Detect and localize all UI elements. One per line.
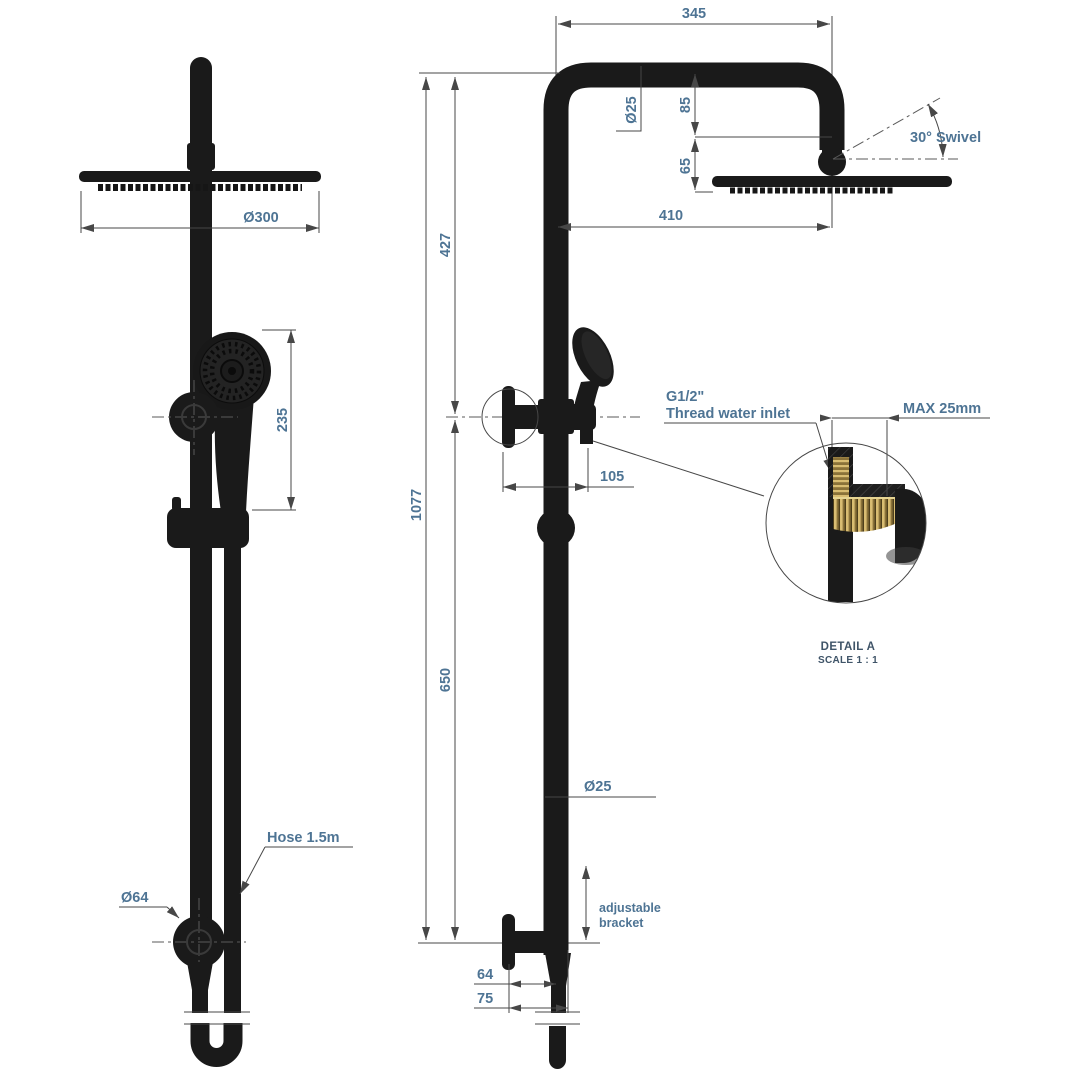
label-adjustable-bracket: adjustable bracket <box>582 866 661 940</box>
detail-brass-strip <box>833 457 849 499</box>
bracket-depth-label: 75 <box>477 991 493 1007</box>
inlet-thread-label: G1/2" <box>666 389 704 405</box>
leader-line <box>166 906 180 919</box>
detail-callout-line <box>592 440 765 497</box>
side-hose-tip <box>549 1026 566 1069</box>
detail-title: DETAIL A <box>821 641 876 653</box>
side-inlet-stub <box>580 428 593 444</box>
label-arm-pipe-diameter: Ø25 <box>616 66 642 132</box>
front-slider-bracket <box>167 508 249 548</box>
dim-head-clearance: 65 <box>678 139 713 193</box>
swivel-label: 30° Swivel <box>910 130 981 146</box>
dim-upper-height: 427 <box>419 72 560 414</box>
dim-handshower-length: 235 <box>252 329 296 511</box>
upper-height-label: 427 <box>438 233 454 257</box>
dim-head-diameter: Ø300 <box>80 191 320 233</box>
handshower-length-label: 235 <box>275 408 291 432</box>
front-nozzle-ring-inner <box>209 348 255 394</box>
side-bottom-arm <box>512 931 560 953</box>
dim-head-drop: 85 <box>678 74 832 138</box>
detail-thread-cylinder <box>833 497 897 532</box>
front-head-disc <box>79 171 321 182</box>
detail-a: MAX 25mm DETAIL A SCALE 1 : 1 <box>765 401 990 666</box>
dim-inlet-offset: 105 <box>502 448 634 492</box>
detail-circle <box>765 442 927 604</box>
bracket-label-line2: bracket <box>599 916 644 930</box>
swivel-centerline-tilted <box>832 97 941 160</box>
front-product <box>79 57 321 1067</box>
break-gap-side <box>535 1013 580 1023</box>
label-hose: Hose 1.5m <box>239 830 353 895</box>
rail-diameter-label: Ø25 <box>584 779 611 795</box>
label-rail-diameter: Ø25 <box>545 779 656 798</box>
leader-line <box>616 66 642 132</box>
side-riser-and-arm <box>543 62 845 955</box>
side-swivel-ball <box>818 148 846 176</box>
arm-width-label: 345 <box>682 6 706 22</box>
front-outlet-tube <box>192 990 208 1018</box>
max-depth-label: MAX 25mm <box>903 401 981 417</box>
front-flange-ring <box>186 929 212 955</box>
detail-section <box>828 447 926 602</box>
front-arm-coupling <box>187 143 215 170</box>
front-handshower-handle <box>214 396 254 512</box>
front-bracket-pin <box>172 497 181 511</box>
front-face-hub-dot <box>228 367 236 375</box>
front-hose <box>224 546 241 1016</box>
flange-diameter-label: Ø64 <box>121 890 148 906</box>
side-handshower-face <box>581 331 612 380</box>
dim-arm-reach: 410 <box>558 208 830 231</box>
arm-pipe-diameter-label: Ø25 <box>624 96 640 123</box>
dim-max-depth: MAX 25mm <box>820 401 990 496</box>
front-diverter-ring <box>181 404 207 430</box>
dim-overall-height: 1077 <box>409 77 430 940</box>
bracket-offset-label: 64 <box>477 967 493 983</box>
side-head-disc <box>712 176 952 187</box>
dim-lower-height: 650 <box>438 420 459 940</box>
hose-label: Hose 1.5m <box>267 830 340 846</box>
label-flange-diameter: Ø64 <box>119 890 180 919</box>
break-gap-front <box>184 1013 250 1023</box>
dim-bracket-offsets: 64 75 <box>474 950 569 1013</box>
front-view: Ø300 235 Ø64 Hose 1.5m <box>79 57 353 1067</box>
arrowhead <box>820 414 832 422</box>
overall-height-label: 1077 <box>409 489 425 521</box>
arrowhead <box>556 1004 568 1012</box>
head-diameter-label: Ø300 <box>243 210 278 226</box>
side-holder-cup <box>569 404 596 430</box>
inlet-thread-label2: Thread water inlet <box>666 406 790 422</box>
leader-line <box>239 846 266 895</box>
arrowhead <box>509 1004 521 1012</box>
label-water-inlet: G1/2" Thread water inlet <box>481 388 832 497</box>
detail-nut-hatch <box>853 484 905 500</box>
arrowhead <box>887 414 899 422</box>
arm-reach-label: 410 <box>659 208 683 224</box>
side-cross-block <box>538 399 574 434</box>
inlet-offset-label: 105 <box>600 469 624 485</box>
side-view: 345 410 427 1077 650 85 <box>409 6 981 1069</box>
swivel-arc <box>927 103 947 158</box>
front-outlet-cone <box>187 962 213 990</box>
side-product <box>502 62 952 1069</box>
detail-scale: SCALE 1 : 1 <box>818 655 878 666</box>
side-bottom-flange <box>502 914 515 970</box>
arrowhead <box>509 980 521 988</box>
front-nozzle-ring-outer <box>202 341 262 401</box>
side-handshower <box>572 327 614 387</box>
head-clearance-label: 65 <box>678 158 694 174</box>
arrowhead <box>544 980 556 988</box>
detail-cap-shade <box>886 547 926 565</box>
head-drop-label: 85 <box>678 97 694 113</box>
side-outlet-cone <box>545 953 571 986</box>
front-hose-uturn <box>190 1014 243 1067</box>
swivel-annotation: 30° Swivel <box>832 97 981 160</box>
side-slider-ball <box>537 509 575 547</box>
lower-height-label: 650 <box>438 668 454 692</box>
dim-arm-width: 345 <box>558 6 830 28</box>
detail-source-circle <box>481 388 539 446</box>
side-inlet-flange <box>502 386 515 448</box>
detail-pipe-cap <box>895 489 926 563</box>
bracket-label-line1: adjustable <box>599 901 661 915</box>
